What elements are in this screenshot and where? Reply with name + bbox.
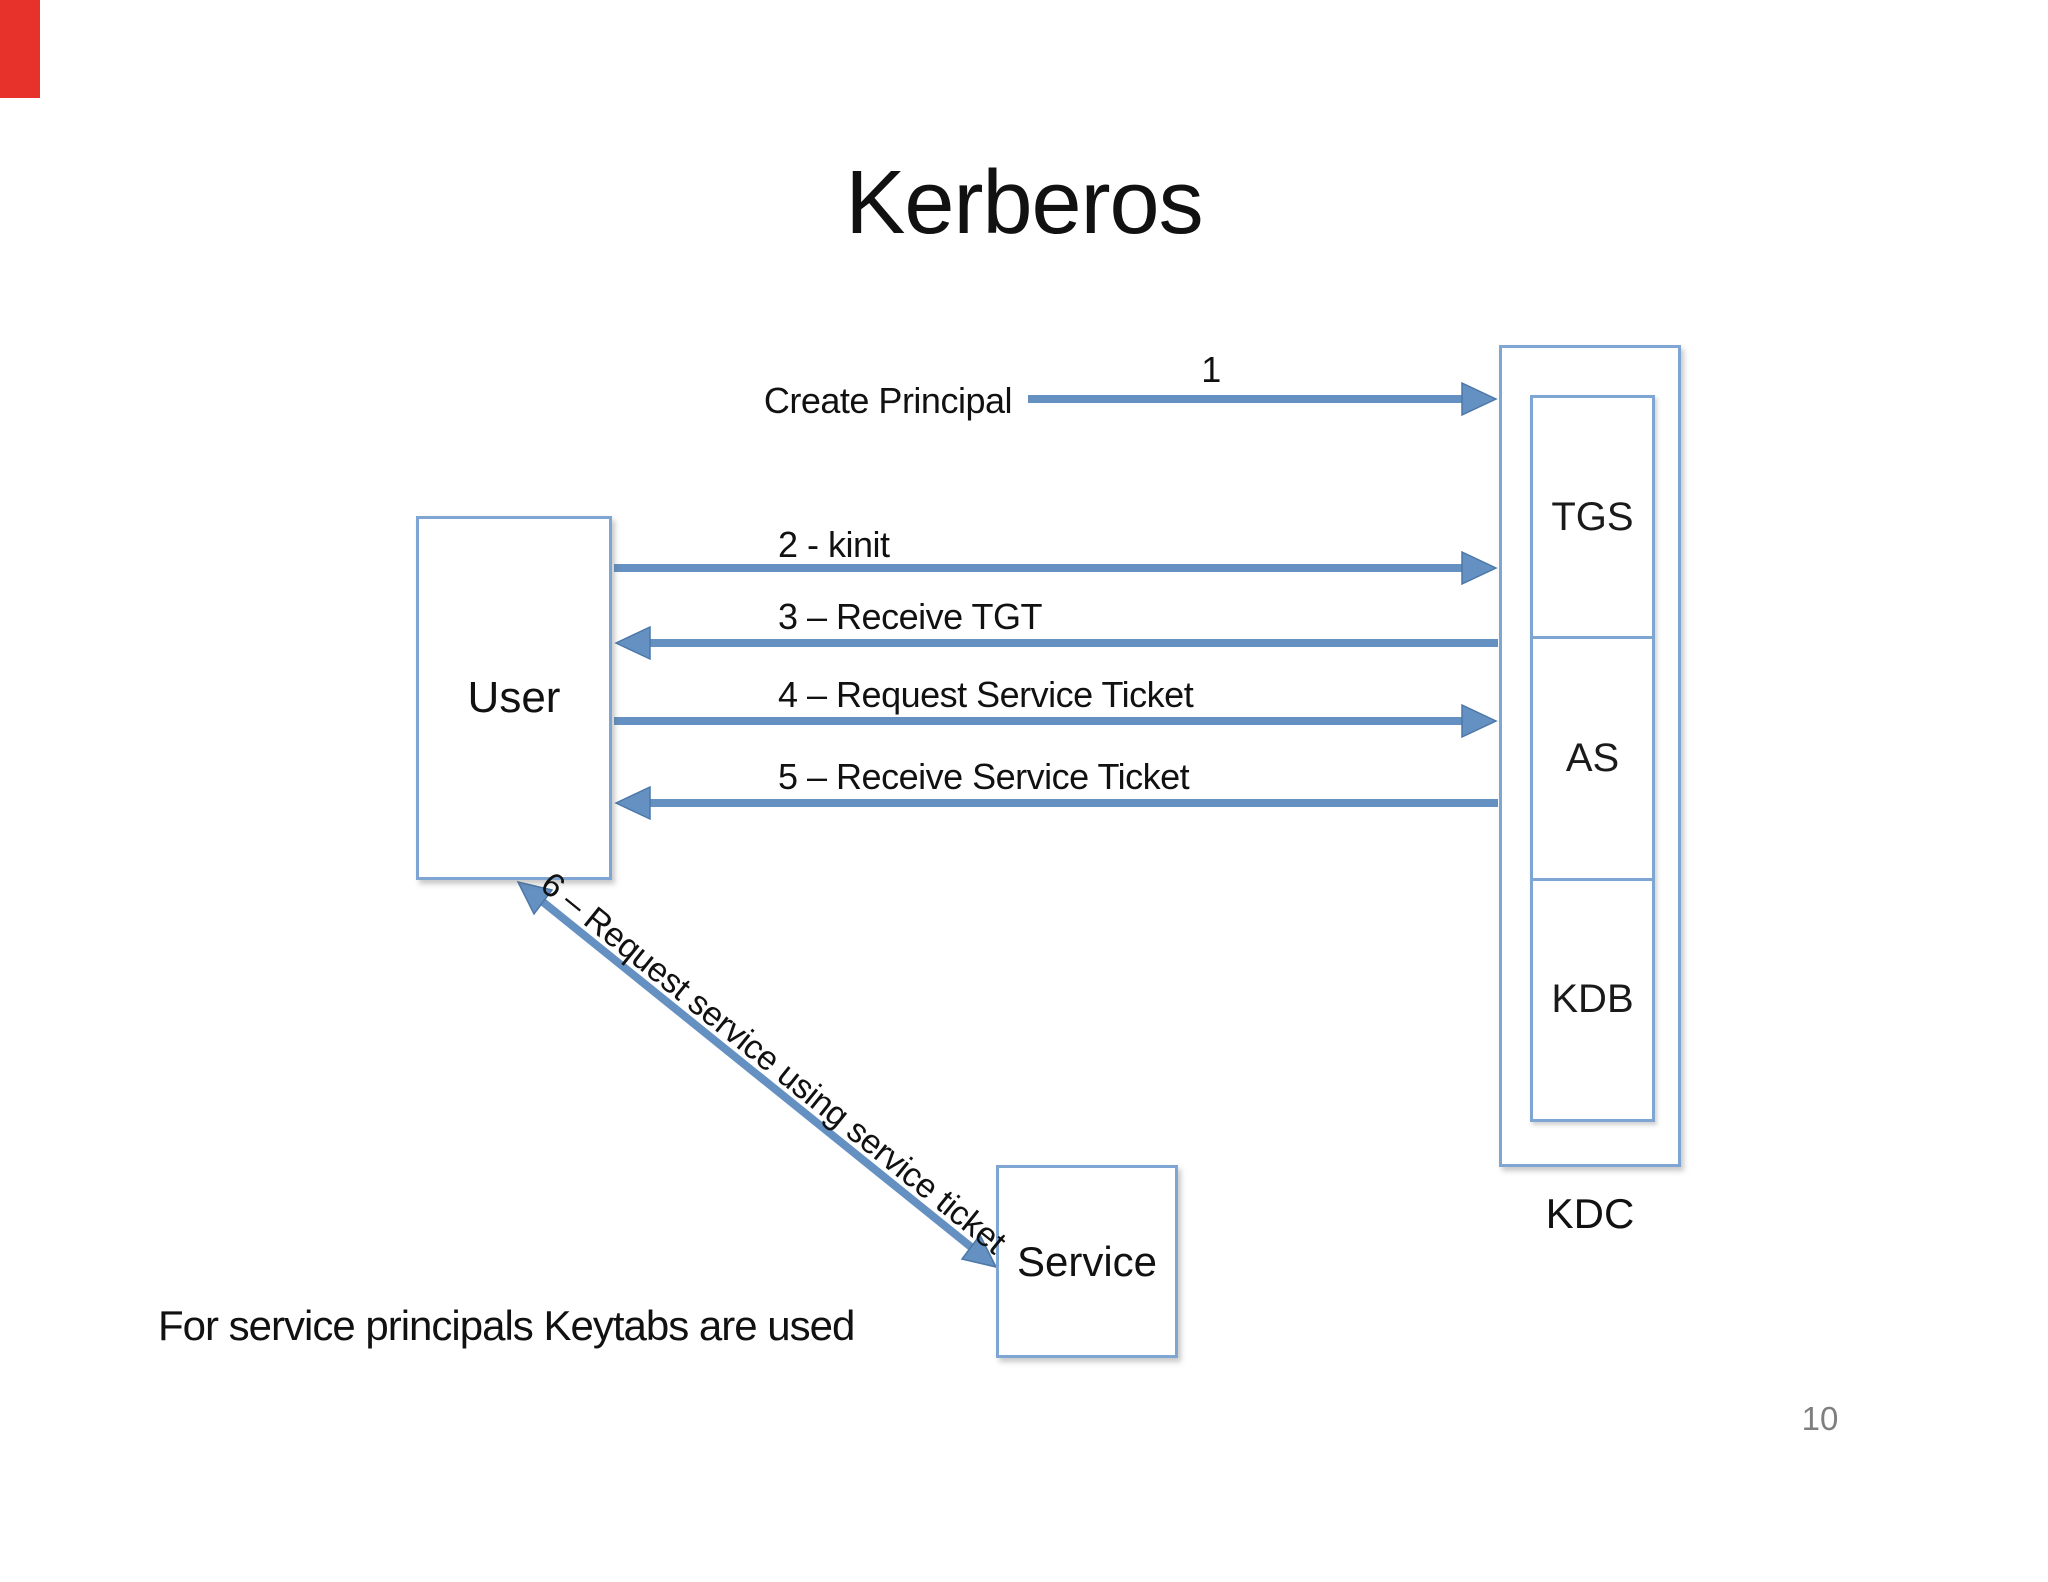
arrow-kinit-head — [1461, 550, 1498, 586]
kdc-box: TGS AS KDB — [1499, 345, 1681, 1167]
step1-number: 1 — [1201, 349, 1221, 390]
footnote: For service principals Keytabs are used — [158, 1302, 855, 1349]
kdb-label: KDB — [1551, 977, 1634, 1022]
user-box — [416, 516, 612, 880]
page-number: 10 — [1801, 1400, 1839, 1437]
slide-title: Kerberos — [845, 153, 1203, 253]
service-label: Service — [1016, 1238, 1158, 1285]
kdb-cell: KDB — [1533, 877, 1652, 1119]
as-cell: AS — [1533, 636, 1652, 877]
arrow-receive-st-head — [614, 785, 651, 821]
request-service-label: 6 – Request service using service ticket — [533, 864, 1014, 1262]
as-label: AS — [1565, 735, 1620, 780]
receive-tgt-label: 3 – Receive TGT — [778, 596, 1042, 637]
arrow-receive-tgt-head — [614, 625, 651, 661]
request-service-ticket-label: 4 – Request Service Ticket — [778, 674, 1194, 715]
kdc-inner-box: TGS AS KDB — [1530, 395, 1655, 1122]
kinit-label: 2 - kinit — [778, 524, 890, 565]
tgs-cell: TGS — [1533, 398, 1652, 636]
red-marker-bar — [0, 0, 40, 98]
receive-service-ticket-label: 5 – Receive Service Ticket — [778, 756, 1190, 797]
service-box — [996, 1165, 1178, 1358]
kdc-label: KDC — [1545, 1190, 1635, 1237]
arrow-request-st-head — [1461, 703, 1498, 739]
tgs-label: TGS — [1551, 494, 1634, 539]
arrow-create-principal-head — [1461, 381, 1498, 417]
user-label: User — [467, 673, 561, 722]
create-principal-label: Create Principal — [763, 380, 1013, 421]
